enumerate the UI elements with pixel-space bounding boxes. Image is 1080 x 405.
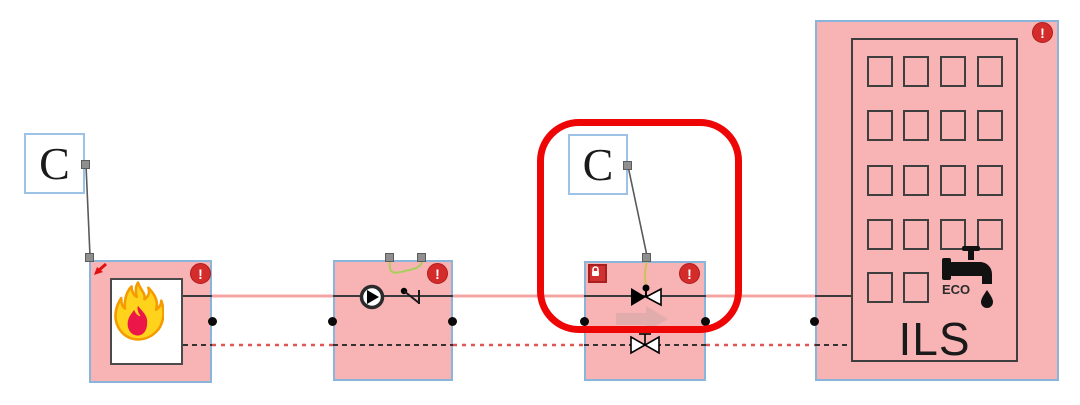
building-window [867,272,893,303]
building-in-port[interactable] [810,317,819,326]
building-window [940,56,966,87]
heater-signal-port[interactable] [85,253,94,262]
valve-signal-port[interactable] [642,253,651,262]
heater-icon-box [110,278,183,365]
controller1-box[interactable]: C [24,133,85,194]
heater-out-port[interactable] [208,317,217,326]
controller2-label: C [582,138,614,190]
three-way-valve-icon [631,284,662,307]
controller1-label: C [39,137,70,189]
controller1-wire[interactable] [85,164,91,257]
controller2-wire[interactable] [627,165,648,257]
pump-in-port[interactable] [328,317,337,326]
pump-port-b[interactable] [417,253,426,262]
check-valve-icon [400,287,420,304]
valve-lock-badge[interactable] [588,264,607,283]
heater-error-badge[interactable]: ! [190,263,211,284]
building-block[interactable] [815,20,1059,381]
building-window [977,110,1003,141]
lock-icon [592,266,599,276]
building-label: ILS [898,313,971,365]
building-window [903,110,929,141]
building-window [867,165,893,196]
pump-icon [359,284,385,310]
pump-out-port[interactable] [448,317,457,326]
building-window [940,219,966,250]
bypass-valve-icon [630,333,660,355]
pump-port-a[interactable] [385,253,394,262]
building-window [903,165,929,196]
building-window [977,219,1003,250]
building-window [977,56,1003,87]
building-window [903,272,929,303]
building-window [903,219,929,250]
building-error-badge[interactable]: ! [1032,22,1053,43]
error-exclamation-icon: ! [435,265,440,282]
valve-in-port[interactable] [580,317,589,326]
building-outline-icon [851,38,1018,362]
building-window [867,110,893,141]
valve-out-port[interactable] [701,317,710,326]
valve-error-badge[interactable]: ! [679,263,700,284]
pump-error-badge[interactable]: ! [427,263,448,284]
building-window [903,56,929,87]
error-exclamation-icon: ! [1040,24,1045,41]
building-window [867,56,893,87]
flame-icon [114,281,164,341]
building-window [940,110,966,141]
error-exclamation-icon: ! [198,265,203,282]
building-window [940,165,966,196]
water-drop-icon [981,290,993,308]
red-corner-arrow-icon [94,262,107,275]
flow-arrow-icon [616,306,668,332]
controller2-port[interactable] [623,161,632,170]
building-window [977,165,1003,196]
controller1-port[interactable] [81,160,90,169]
faucet-eco-icon: ECO [942,246,993,308]
controller2-box[interactable]: C [568,134,628,195]
valve-signal-wire[interactable] [644,261,648,288]
pump-signal-wire[interactable] [388,261,423,274]
building-window [867,219,893,250]
eco-label: ECO [942,282,970,297]
error-exclamation-icon: ! [687,265,692,282]
